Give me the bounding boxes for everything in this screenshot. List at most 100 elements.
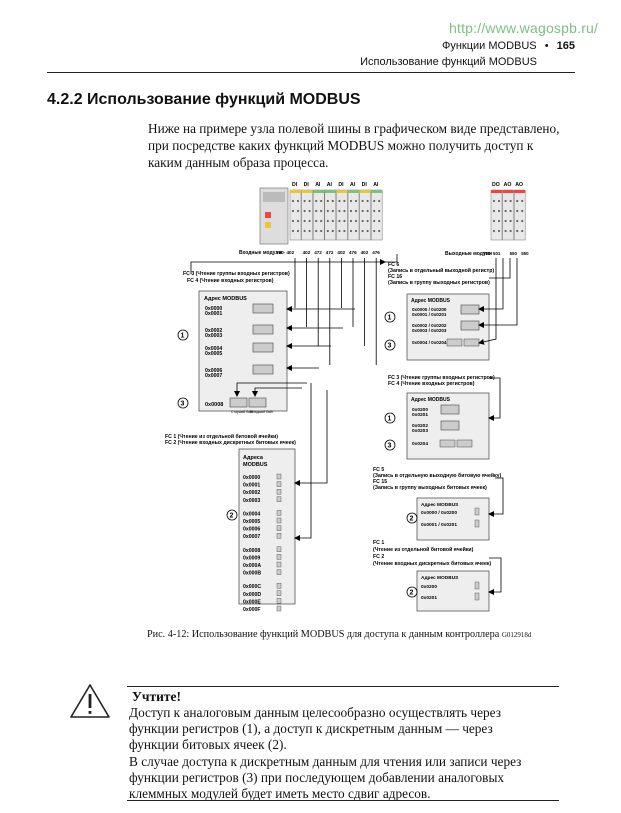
output-bit-read-address: 0x0200 (421, 584, 437, 590)
output-bit-address: 0x0000 / 0x0200 (421, 510, 457, 516)
bit-cell (276, 496, 282, 502)
output-register-address: 0x0001 / 0x0201 (412, 312, 447, 317)
fc6-label: FC 6 (388, 262, 399, 268)
output-type-label: AO (504, 182, 512, 188)
input-module-number: 402 (337, 250, 345, 255)
output-module-1 (490, 189, 503, 241)
header-bullet: • (544, 40, 549, 52)
output-node (490, 189, 526, 241)
fc4-out-label: FC 4 (Чтение входных регистров) (388, 381, 475, 387)
output-type-label: AO (515, 182, 523, 188)
output-bits-read-block (416, 570, 490, 612)
output-read-address: 0x0202 (412, 423, 428, 429)
section-title: 4.2.2 Использование функций MODBUS (47, 91, 361, 108)
input-register-address: 0x0004 (205, 346, 222, 352)
marker-3: 3 (181, 401, 185, 408)
output-register-addr-3: 0x0004 / 0x0204 (412, 340, 447, 345)
fc6-desc: (Запись в отдельный выходной регистр) (388, 267, 494, 274)
marker-2-output-write: 2 (410, 516, 414, 523)
bit-cell (276, 546, 282, 552)
connector-line (252, 387, 302, 397)
output-module-number: 550 (510, 251, 518, 256)
header-divider (47, 72, 575, 73)
output-bits-title: Адрес MODBUS (421, 502, 459, 508)
byte-cell (463, 338, 480, 347)
header-chapter: Функции MODBUS (441, 40, 537, 52)
intro-paragraph: Ниже на примере узла полевой шины в граф… (148, 121, 560, 170)
input-bit-address: 0x000D (243, 592, 261, 598)
input-bits-title-2: MODBUS (243, 462, 268, 468)
input-bit-address: 0x0002 (243, 490, 260, 496)
output-bit-read-address: 0x0201 (421, 595, 437, 601)
fc2-label: FC 2 (Чтение входных дискретных битовых … (165, 439, 296, 446)
connector-line (234, 382, 307, 397)
caption-code: G012918d (501, 631, 532, 639)
input-module-1 (289, 189, 302, 241)
input-module-2 (301, 189, 313, 241)
note-body: Доступ к аналоговым данным целесообразно… (129, 705, 549, 802)
input-module-number: 476 (372, 250, 380, 255)
output-read-address: 0x0200 (412, 407, 428, 413)
fc5-label: FC 5 (373, 467, 384, 473)
bit-cell (276, 525, 282, 531)
output-module-number: 750- 501 (483, 251, 501, 256)
note-line: Доступ к аналоговым данным целесообразно… (129, 705, 501, 720)
input-bus-tail (385, 254, 398, 263)
input-module-number: 750- 402 (276, 250, 295, 255)
input-type-label: AI (315, 182, 321, 188)
watermark-url[interactable]: http://www.wagospb.ru/ (449, 20, 599, 36)
input-register-address: 0x0006 (205, 368, 222, 374)
header-subsection: Использование функций MODBUS (360, 56, 537, 68)
input-type-label: AI (327, 182, 333, 188)
fc3-out-label: FC 3 (Чтение группы входных регистров) (388, 375, 495, 381)
input-bit-address: 0x000C (243, 584, 261, 590)
input-type-label: DI (304, 182, 310, 188)
output-module-number: 550 (521, 251, 529, 256)
input-module-number: 476 (349, 250, 357, 255)
byte-cell (439, 439, 456, 448)
bit-cell (474, 581, 480, 590)
connector-line (488, 557, 502, 595)
input-bit-address: 0x000F (243, 607, 261, 613)
input-register-address: 0x0005 (205, 351, 222, 357)
fc4-label: FC 4 (Чтение входных регистров) (187, 278, 274, 284)
fc1-out-label: FC 1 (373, 540, 384, 546)
register-slot (252, 364, 274, 375)
bit-cell (276, 598, 282, 604)
byte-cell (456, 439, 473, 448)
input-module-5 (336, 189, 348, 241)
note-line: функции регистров (1), а доступ к дискре… (129, 721, 493, 737)
marker-1: 1 (181, 333, 185, 340)
input-bits-title-1: Адреса (243, 455, 264, 461)
input-type-label: DI (292, 182, 298, 188)
connector-line (478, 258, 504, 312)
input-bit-address: 0x000A (243, 563, 261, 569)
connector-line (488, 477, 504, 517)
output-register-address: 0x0003 / 0x0203 (412, 328, 447, 333)
input-bit-address: 0x0000 (243, 475, 260, 481)
fc16-label: FC 16 (388, 274, 402, 280)
marker-2-input: 2 (230, 513, 234, 520)
input-register-address: 0x0002 (205, 328, 222, 334)
input-register-address: 0x0001 (205, 311, 222, 317)
input-register-address: 0x0003 (205, 333, 222, 339)
register-slot (440, 404, 460, 415)
input-module-6 (347, 189, 360, 241)
register-slot (460, 320, 480, 331)
connector-line (294, 383, 312, 541)
fc15-label: FC 15 (373, 479, 387, 485)
note-divider-top (127, 686, 559, 687)
input-bit-address: 0x0007 (243, 534, 260, 540)
connector-line (478, 258, 497, 345)
input-module-number: 402 (303, 250, 311, 255)
connector-line (478, 258, 518, 328)
register-slot (440, 420, 460, 431)
byte-cell (248, 397, 267, 408)
input-bit-address: 0x0006 (243, 527, 260, 533)
fc5-desc: (Запись в отдельную выходную битовую яче… (373, 472, 501, 479)
input-node (259, 187, 383, 245)
note-divider-bottom (127, 800, 559, 801)
input-register-addr-3: 0x0008 (205, 402, 223, 408)
marker-2-output-read: 2 (410, 590, 414, 597)
output-bits-block (416, 497, 490, 541)
